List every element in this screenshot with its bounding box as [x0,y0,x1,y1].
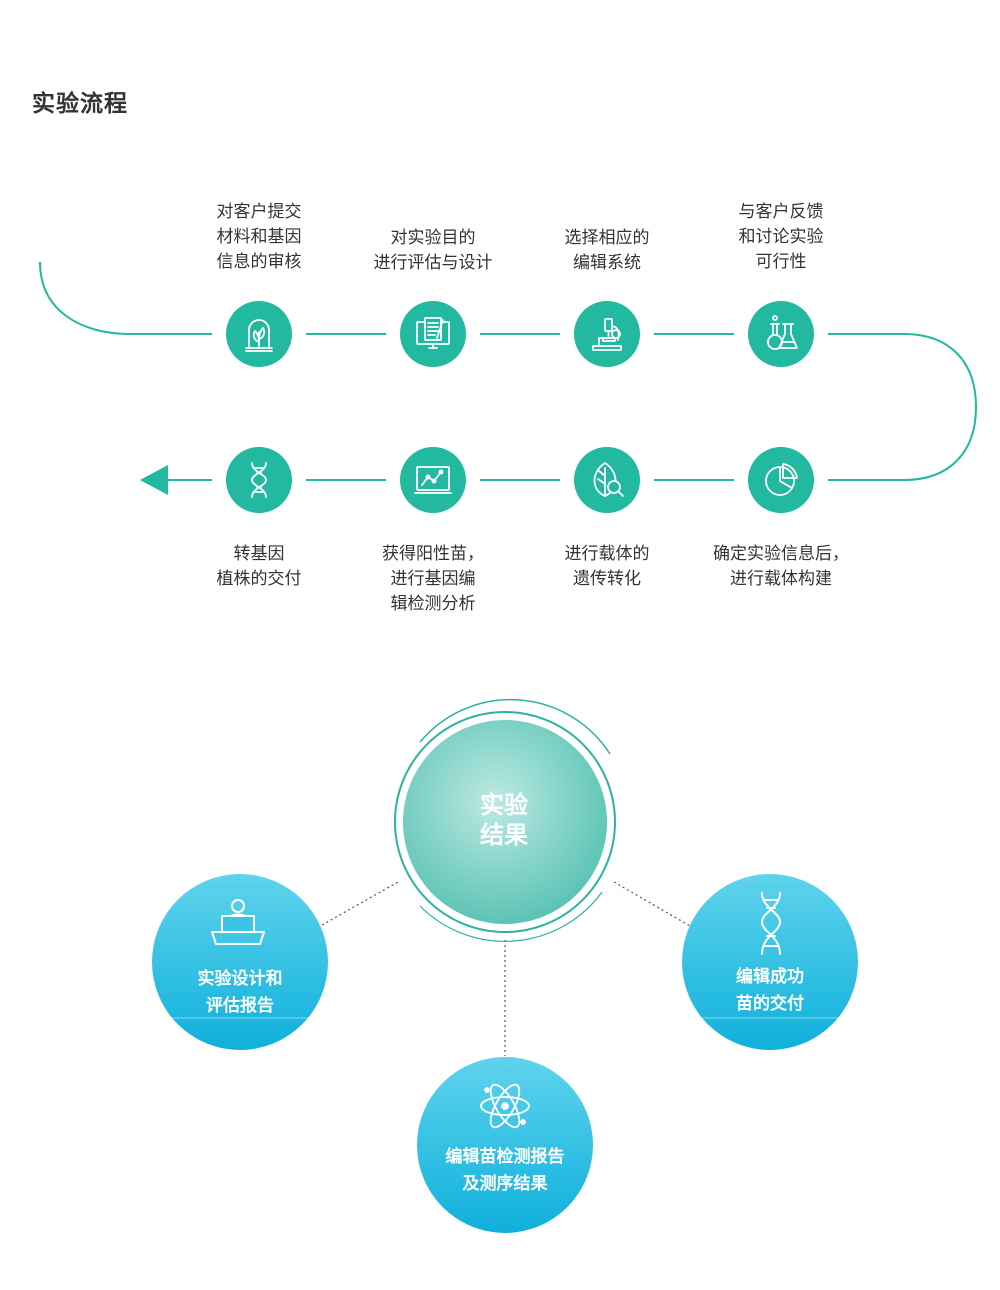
center-result-label: 实验 结果 [480,791,528,849]
plant-bell-jar-icon [226,301,292,367]
step-label-5: 确定实验信息后， 进行载体构建 [713,544,849,589]
step-label-1: 对客户提交 材料和基因 信息的审核 [216,202,302,272]
pie-chart-icon [748,447,814,513]
center-result-circle [403,720,607,924]
document-monitor-icon [400,301,466,367]
microscope-icon [574,301,640,367]
step-label-3: 选择相应的 编辑系统 [564,228,650,273]
person-laptop-icon [211,899,265,945]
bubble-label-seedling-delivery: 编辑成功 苗的交付 [736,967,804,1014]
dna-icon [760,892,782,955]
bubble-label-detection-report: 编辑苗检测报告 及测序结果 [445,1147,565,1194]
flow-connector [39,261,978,495]
step-label-2: 对实验目的 进行评估与设计 [373,228,493,273]
step-label-8: 转基因 植株的交付 [216,544,302,589]
step-label-6: 进行载体的 遗传转化 [564,544,650,589]
bubble-seedling-delivery [682,874,858,1050]
step-label-7: 获得阳性苗， 进行基因编 辑检测分析 [382,544,484,614]
dna-icon [226,447,292,513]
bubble-label-design-report: 实验设计和 评估报告 [197,969,283,1016]
page-title: 实验流程 [32,91,128,117]
leaf-magnifier-icon [574,447,640,513]
bubble-detection-report [417,1057,593,1233]
step-label-4: 与客户反馈 和讨论实验 可行性 [738,202,824,272]
line-chart-screen-icon [400,447,466,513]
flasks-icon [748,301,814,367]
atom-icon [480,1083,530,1129]
bubble-design-report [152,874,328,1050]
flow-arrowhead [140,465,168,495]
